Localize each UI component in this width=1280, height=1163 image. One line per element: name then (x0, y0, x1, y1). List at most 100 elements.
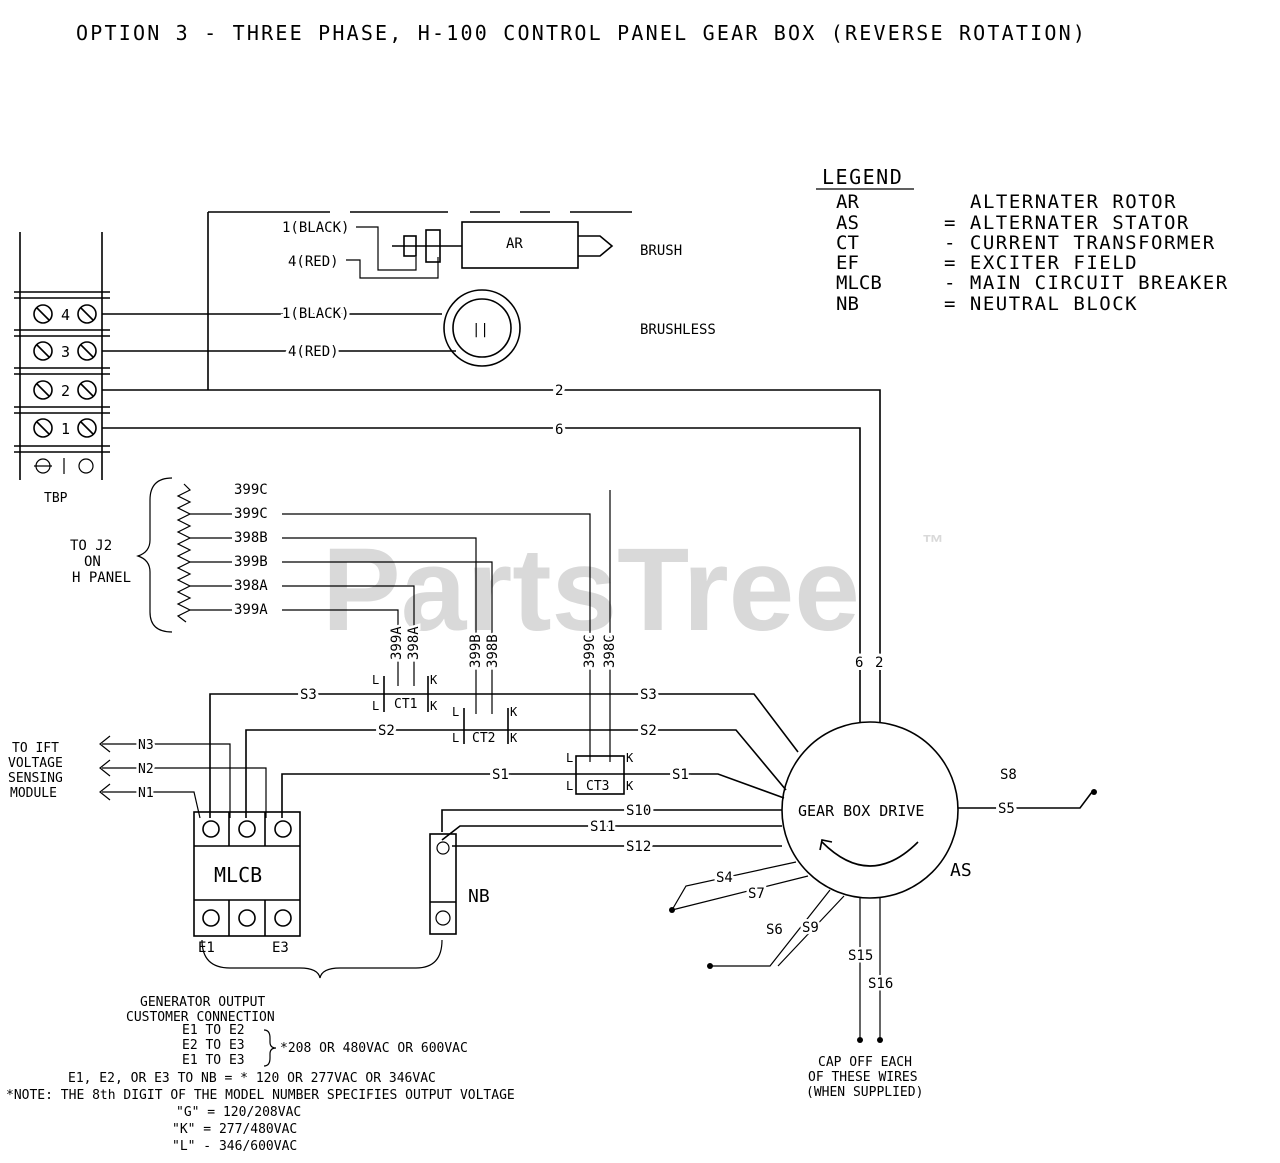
j2-connector: TO J2 ON H PANEL 399C 399C 398B 399B 398… (70, 477, 611, 762)
output-brace (201, 939, 443, 979)
ct-terminal-label: L (452, 705, 459, 719)
output-note: *NOTE: THE 8th DIGIT OF THE MODEL NUMBER… (6, 1088, 515, 1103)
j2-label: TO J2 (70, 538, 112, 554)
legend-desc: - CURRENT TRANSFORMER (944, 232, 1216, 254)
output-note: "G" = 120/208VAC (176, 1105, 301, 1120)
gear-box-drive: GEAR BOX DRIVE AS S8 S5 S4 S7 S6 S9 S15 … (669, 721, 1097, 1043)
brushless-assembly: 1(BLACK) 4(RED) || BRUSHLESS (102, 289, 716, 367)
nb-label: NB (468, 886, 490, 907)
terminal-1-label: 1 (61, 420, 70, 438)
legend-desc: = NEUTRAL BLOCK (944, 293, 1138, 315)
output-note: "L" - 346/600VAC (172, 1139, 297, 1154)
brushless-red-wire: 4(RED) (288, 344, 339, 360)
lead-s10: S10 (626, 803, 651, 819)
brush-black-wire: 1(BLACK) (282, 220, 349, 236)
lead-s4: S4 (716, 870, 733, 886)
j2-pin: 399A (234, 602, 268, 618)
ct1-lead: 398A (406, 626, 422, 660)
brush-assembly: 1(BLACK) 4(RED) AR BRUSH (207, 211, 682, 390)
output-note: "K" = 277/480VAC (172, 1122, 297, 1137)
sensing-label: TO IFT (12, 741, 59, 756)
brushless-black-wire: 1(BLACK) (282, 306, 349, 322)
lead-s3: S3 (300, 687, 317, 703)
s15-cap-dot (857, 1037, 863, 1043)
sensing-n1: N1 (138, 786, 154, 801)
output-note: E2 TO E3 (182, 1038, 245, 1053)
s16-cap-dot (877, 1037, 883, 1043)
lead-s1b: S1 (672, 767, 689, 783)
ct3-lead: 398C (602, 634, 618, 668)
watermark: PartsTree (322, 524, 860, 656)
terminal-3-label: 3 (61, 343, 70, 361)
brush-red-wire: 4(RED) (288, 254, 339, 270)
legend-code: AS (836, 212, 859, 234)
neutral-leads: S10 S11 S12 (441, 800, 782, 858)
stator-main-leads: S3 S2 S1 S3 S2 S1 (209, 684, 799, 818)
j2-pin: 399C (234, 506, 268, 522)
wire-6-label: 6 (555, 422, 563, 438)
wire-2b-label: 2 (875, 655, 883, 671)
output-note: E1 TO E3 (182, 1053, 245, 1068)
watermark-tm: ™ (922, 530, 944, 555)
neutral-block: NB (429, 833, 490, 935)
ct-lead-labels: 399A 398A 399B 398B 399C 398C (387, 623, 621, 670)
main-circuit-breaker: MLCB E1 E3 (193, 811, 301, 956)
ct-terminal-label: L (566, 779, 573, 793)
ct-terminal-label: L (372, 699, 379, 713)
ct-terminal-label: L (566, 751, 573, 765)
legend-code: CT (836, 232, 859, 254)
terminal-2-label: 2 (61, 382, 70, 400)
sensing-n2: N2 (138, 762, 154, 777)
j2-pin: 399B (234, 554, 268, 570)
legend-code: AR (836, 191, 859, 213)
sensing-n3: N3 (138, 738, 154, 753)
terminal-block-label: TBP (44, 491, 68, 506)
lead-s5: S5 (998, 801, 1015, 817)
mlcb-e3: E3 (272, 940, 289, 956)
lead-s1: S1 (492, 767, 509, 783)
legend-code: EF (836, 252, 859, 274)
lead-s6: S6 (766, 922, 783, 938)
ct1-lead: 399A (389, 626, 405, 660)
legend-desc: = ALTERNATER STATOR (944, 212, 1190, 234)
ct-terminal-label: K (430, 699, 438, 713)
legend: LEGEND AR ALTERNATER ROTOR AS = ALTERNAT… (816, 165, 1229, 315)
legend-desc: = EXCITER FIELD (944, 252, 1138, 274)
ct-terminal-label: L (452, 731, 459, 745)
mlcb-label: MLCB (214, 863, 262, 887)
legend-heading: LEGEND (822, 165, 903, 189)
lead-s7: S7 (748, 886, 765, 902)
current-transformers: L L K K CT1 L L K K CT2 L L K K CT3 (372, 673, 634, 795)
sensing-label: MODULE (10, 786, 57, 801)
lead-s16: S16 (868, 976, 893, 992)
output-note: GENERATOR OUTPUT (140, 995, 265, 1010)
cap-note-line: OF THESE WIRES (808, 1070, 918, 1085)
output-note: CUSTOMER CONNECTION (126, 1010, 275, 1025)
gearbox-label: GEAR BOX DRIVE (798, 802, 924, 820)
lead-s2: S2 (378, 723, 395, 739)
legend-desc: - MAIN CIRCUIT BREAKER (944, 272, 1229, 294)
mlcb-e1: E1 (198, 940, 215, 956)
output-notes: GENERATOR OUTPUT CUSTOMER CONNECTION E1 … (6, 995, 515, 1154)
cap-note-line: CAP OFF EACH (818, 1055, 912, 1070)
voltage-sensing: TO IFT VOLTAGE SENSING MODULE N3 N2 N1 (8, 736, 267, 819)
cap-note-line: (WHEN SUPPLIED) (806, 1085, 923, 1100)
wire-2-label: 2 (555, 383, 563, 399)
ct3-lead: 399C (582, 634, 598, 668)
page-title: OPTION 3 - THREE PHASE, H-100 CONTROL PA… (76, 21, 1087, 45)
wire-6b-label: 6 (855, 655, 863, 671)
s4-s7-cap-dot (669, 907, 675, 913)
ct-terminal-label: L (372, 673, 379, 687)
ct-terminal-label: K (626, 751, 634, 765)
stator-as-label: AS (950, 860, 972, 881)
s6-s9-cap-dot (707, 963, 713, 969)
j2-pin: 399C (234, 482, 268, 498)
ct2-label: CT2 (472, 731, 495, 746)
brushless-label: BRUSHLESS (640, 322, 716, 338)
terminal-block: 4 3 2 1 TBP (14, 232, 110, 506)
brush-rotor-label: AR (506, 236, 523, 252)
sensing-label: VOLTAGE (8, 756, 63, 771)
legend-desc: ALTERNATER ROTOR (970, 191, 1177, 213)
cap-note: CAP OFF EACH OF THESE WIRES (WHEN SUPPLI… (806, 1055, 923, 1100)
ct-terminal-label: K (430, 673, 438, 687)
